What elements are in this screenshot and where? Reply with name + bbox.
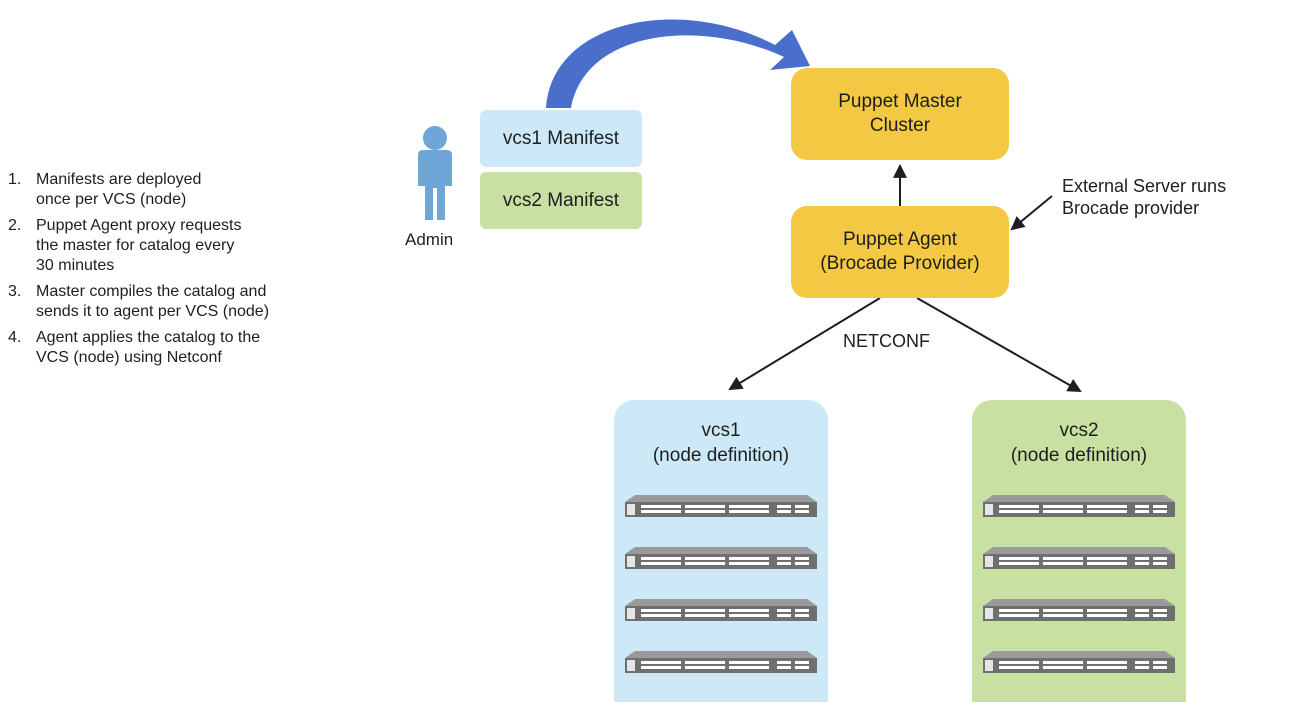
netconf-arrow-vcs2 <box>916 297 1082 393</box>
netconf-arrow-vcs1 <box>728 297 881 391</box>
switch-icon <box>983 495 1175 517</box>
step-item: 1. Manifests are deployed once per VCS (… <box>8 170 408 210</box>
step-text: Puppet Agent proxy requests the master f… <box>36 217 242 274</box>
switch-icon <box>983 547 1175 569</box>
external-server-note: External Server runs Brocade provider <box>1062 176 1227 218</box>
netconf-label: NETCONF <box>843 331 930 351</box>
person-icon <box>418 126 452 220</box>
vcs1-switch-stack <box>625 495 817 673</box>
switch-icon <box>625 651 817 673</box>
vcs1-node-panel: vcs1 (node definition) <box>614 400 828 702</box>
step-number: 3. <box>8 283 22 300</box>
switch-icon <box>625 547 817 569</box>
step-item: 2. Puppet Agent proxy requests the maste… <box>8 216 408 276</box>
step-item: 4. Agent applies the catalog to the VCS … <box>8 328 408 368</box>
step-text: Agent applies the catalog to the VCS (no… <box>36 329 261 366</box>
step-number: 1. <box>8 171 22 188</box>
step-text: Manifests are deployed once per VCS (nod… <box>36 171 202 208</box>
step-text: Master compiles the catalog and sends it… <box>36 283 270 320</box>
puppet-master-box: Puppet Master Cluster <box>791 68 1009 160</box>
external-server-arrow <box>1010 195 1053 231</box>
step-number: 2. <box>8 217 22 234</box>
switch-icon <box>983 651 1175 673</box>
puppet-agent-box: Puppet Agent (Brocade Provider) <box>791 206 1009 298</box>
switch-icon <box>625 495 817 517</box>
deploy-arc <box>546 19 810 108</box>
vcs2-manifest-box: vcs2 Manifest <box>480 172 642 229</box>
admin-label: Admin <box>405 230 454 249</box>
vcs2-switch-stack <box>983 495 1175 673</box>
steps-list: 1. Manifests are deployed once per VCS (… <box>8 170 408 374</box>
step-number: 4. <box>8 329 22 346</box>
switch-icon <box>625 599 817 621</box>
step-item: 3. Master compiles the catalog and sends… <box>8 282 408 322</box>
vcs1-node-title: vcs1 (node definition) <box>652 420 790 466</box>
vcs2-node-title: vcs2 (node definition) <box>1010 420 1148 466</box>
vcs1-manifest-box: vcs1 Manifest <box>480 110 642 167</box>
vcs2-node-panel: vcs2 (node definition) <box>972 400 1186 702</box>
switch-icon <box>983 599 1175 621</box>
